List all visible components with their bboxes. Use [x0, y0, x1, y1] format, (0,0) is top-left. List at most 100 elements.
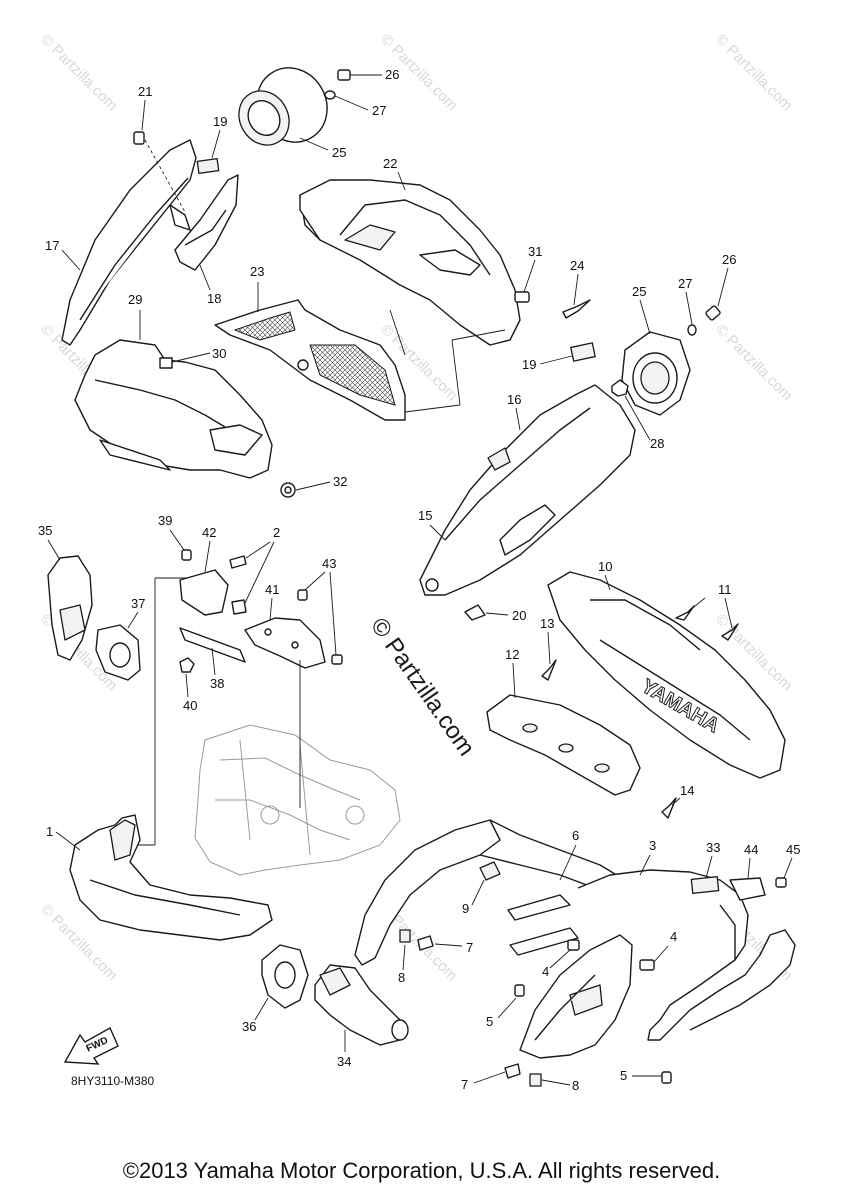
callout-25: 25 [632, 284, 646, 299]
part-21-bolt[interactable] [133, 131, 186, 213]
part-41-stay[interactable] [244, 617, 326, 669]
part-10-front-panel[interactable]: YAMAHA [547, 571, 786, 779]
part-44-bracket[interactable] [729, 877, 766, 901]
part-8-clip[interactable] [399, 929, 411, 943]
callout-33: 33 [706, 840, 720, 855]
callout-16: 16 [507, 392, 521, 407]
part-27-washer-right[interactable] [687, 324, 697, 336]
callout-37: 37 [131, 596, 145, 611]
callout-44: 44 [744, 842, 758, 857]
callout-30: 30 [212, 346, 226, 361]
callout-12: 12 [505, 647, 519, 662]
callout-27: 27 [678, 276, 692, 291]
part-12-bracket[interactable] [486, 694, 641, 796]
callout-34: 34 [337, 1054, 351, 1069]
part-25-duct-ring-right[interactable] [621, 331, 691, 416]
part-27-washer[interactable] [324, 90, 336, 100]
callout-labels: 21 19 17 18 26 27 25 22 23 29 30 32 31 2… [38, 67, 800, 1093]
part-23-mesh-panel[interactable] [214, 299, 506, 421]
callout-20: 20 [512, 608, 526, 623]
part-19-pad[interactable] [196, 158, 220, 174]
part-7-screw[interactable] [417, 935, 434, 951]
leader-lines [135, 577, 301, 846]
callout-13: 13 [540, 616, 554, 631]
part-9-pad[interactable] [479, 861, 501, 881]
part-31-screw[interactable] [514, 291, 530, 303]
callout-8: 8 [572, 1078, 579, 1093]
callout-8: 8 [398, 970, 405, 985]
callout-39: 39 [158, 513, 172, 528]
callout-5: 5 [620, 1068, 627, 1083]
part-17-side-cover[interactable] [61, 139, 197, 346]
callout-17: 17 [45, 238, 59, 253]
part-1-front-cowl[interactable] [69, 814, 273, 941]
part-42-stay[interactable] [179, 569, 229, 616]
part-6-upper-cowl[interactable] [354, 819, 626, 966]
part-8-clip-lower[interactable] [529, 1073, 542, 1087]
part-34-duct[interactable] [314, 964, 409, 1046]
part-28-nut[interactable] [611, 379, 629, 397]
part-18-panel[interactable] [174, 174, 239, 271]
part-4-bolt-right[interactable] [639, 959, 655, 971]
copyright-notice: ©2013 Yamaha Motor Corporation, U.S.A. A… [122, 1158, 721, 1183]
part-45-bolt[interactable] [775, 877, 787, 888]
callout-35: 35 [38, 523, 52, 538]
center-watermark: © Partzilla.com [365, 613, 480, 761]
frame-outline [194, 724, 401, 876]
callout-7: 7 [466, 940, 473, 955]
callout-9: 9 [462, 901, 469, 916]
callout-19: 19 [522, 357, 536, 372]
callout-6: 6 [572, 828, 579, 843]
callout-23: 23 [250, 264, 264, 279]
part-4-bolt[interactable] [567, 939, 580, 951]
callout-42: 42 [202, 525, 216, 540]
part-40-nut[interactable] [179, 657, 195, 673]
callout-36: 36 [242, 1019, 256, 1034]
callout-26: 26 [385, 67, 399, 82]
watermark-text: © Partzilla.com [712, 31, 795, 114]
part-35-shroud[interactable] [47, 555, 93, 661]
part-22-inner-panel[interactable] [299, 179, 521, 346]
part-15-16-side-panel[interactable] [419, 384, 636, 596]
mounting-tubes[interactable] [507, 894, 579, 956]
diagram-code: 8HY3110-M380 [71, 1074, 155, 1088]
part-26-screw[interactable] [337, 69, 382, 81]
part-5-bolt[interactable] [514, 984, 525, 997]
part-26-screw-right[interactable] [705, 305, 721, 321]
part-37-cover[interactable] [95, 624, 141, 681]
callout-26: 26 [722, 252, 736, 267]
part-2-screws[interactable] [229, 555, 247, 615]
callout-28: 28 [650, 436, 664, 451]
callout-29: 29 [128, 292, 142, 307]
part-20-screw[interactable] [464, 604, 486, 621]
part-38-stay-rod[interactable] [179, 627, 246, 663]
callout-2: 2 [273, 525, 280, 540]
watermark-text: © Partzilla.com [37, 31, 120, 114]
part-25-duct-ring[interactable] [229, 55, 340, 155]
callout-38: 38 [210, 676, 224, 691]
callout-15: 15 [418, 508, 432, 523]
part-39-bolt[interactable] [181, 549, 192, 561]
part-29-air-duct[interactable] [74, 339, 296, 498]
part-13-rivet[interactable] [541, 659, 557, 681]
callout-25: 25 [332, 145, 346, 160]
part-11-rivets[interactable] [675, 605, 739, 641]
part-7-screw-lower[interactable] [504, 1063, 521, 1079]
part-24-rivet[interactable] [562, 299, 591, 319]
callout-11: 11 [718, 582, 732, 597]
callout-3: 3 [649, 838, 656, 853]
part-43-bolts[interactable] [297, 589, 343, 665]
part-33-label[interactable] [690, 876, 720, 894]
part-3-frame-tube[interactable] [577, 869, 796, 1041]
part-5-bolt-right[interactable] [661, 1071, 672, 1084]
part-36-bracket[interactable] [261, 944, 309, 1009]
callout-7: 7 [461, 1077, 468, 1092]
lower-side-cowl[interactable] [519, 934, 633, 1059]
callout-27: 27 [372, 103, 386, 118]
callout-41: 41 [265, 582, 279, 597]
part-14-rivet[interactable] [661, 797, 677, 819]
callout-14: 14 [680, 783, 694, 798]
callout-4: 4 [542, 964, 549, 979]
part-19-pad-right[interactable] [570, 342, 596, 362]
